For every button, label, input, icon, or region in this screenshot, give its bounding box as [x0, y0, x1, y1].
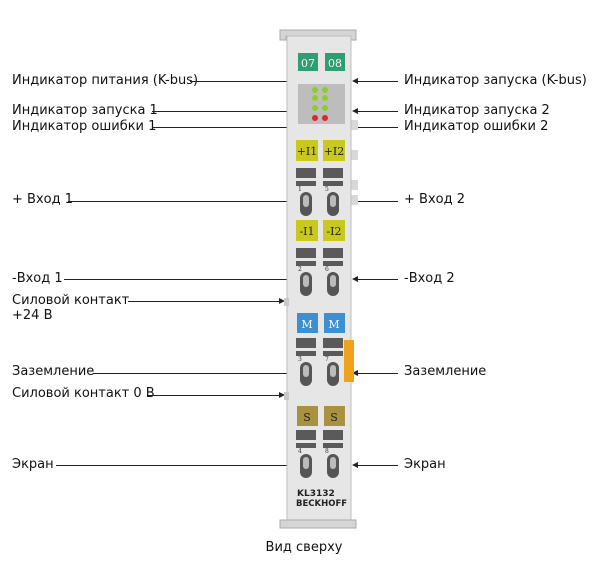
led-window — [298, 84, 345, 124]
leader-line — [148, 392, 285, 398]
leader-line — [93, 370, 297, 376]
label-plus-input-1: + Вход 1 — [12, 192, 73, 207]
led-error-1 — [312, 115, 318, 121]
led-error-2 — [322, 115, 328, 121]
led-run-kbus — [322, 87, 328, 93]
leader-line — [190, 78, 295, 84]
leader-line — [68, 198, 297, 204]
code-left — [298, 53, 318, 71]
label-run-indicator-kbus: Индикатор запуска (K-bus) — [404, 73, 587, 88]
terminal-group-3 — [296, 338, 343, 386]
label-power-indicator: Индикатор питания (K-bus) — [12, 73, 199, 88]
leader-line — [352, 124, 398, 130]
contact-number: 3 — [298, 356, 302, 363]
led-run-2 — [322, 105, 328, 111]
contact-number: 8 — [325, 448, 329, 455]
contact-number: 5 — [325, 186, 329, 193]
label-power-contact-24v: Силовой контакт +24 В — [12, 293, 130, 323]
leader-line — [152, 108, 297, 114]
contact-number: 7 — [325, 356, 329, 363]
label-m-right: M — [328, 318, 339, 331]
model-text: KL3132 — [297, 489, 335, 499]
label-shield-right: Экран — [404, 457, 446, 472]
code-left-text: 07 — [301, 57, 315, 70]
terminal-group-1 — [296, 168, 343, 216]
leader-line — [352, 462, 398, 468]
contact-number: 4 — [298, 448, 302, 455]
leader-line — [352, 276, 398, 282]
caption: Вид сверху — [265, 540, 343, 555]
code-right — [325, 53, 345, 71]
leader-line — [352, 78, 398, 84]
label-shield-left: Экран — [12, 457, 54, 472]
terminal-group-4 — [296, 430, 343, 478]
brand-text: BECKHOFF — [296, 499, 347, 509]
leader-line — [152, 124, 297, 130]
label-run-indicator-1: Индикатор запуска 1 — [12, 103, 158, 118]
label-ground-right: Заземление — [404, 364, 487, 379]
contact-number: 1 — [298, 186, 302, 193]
label-s-left: S — [303, 411, 311, 424]
code-right-text: 08 — [328, 57, 342, 70]
label-error-indicator-1: Индикатор ошибки 1 — [12, 119, 157, 134]
leader-line — [352, 198, 398, 204]
label-minus-i1: -I1 — [299, 225, 314, 238]
contact-number: 2 — [298, 266, 302, 273]
leader-line — [352, 108, 398, 114]
label-m-left: M — [301, 318, 312, 331]
label-plus-i1: +I1 — [297, 145, 318, 158]
label-ground-left: Заземление — [12, 364, 95, 379]
led-run-1 — [312, 105, 318, 111]
contact-number: 6 — [325, 266, 329, 273]
leader-line — [128, 298, 285, 304]
label-minus-input-2: -Вход 2 — [404, 271, 455, 286]
label-plus-i2: +I2 — [324, 145, 345, 158]
leader-line — [64, 276, 297, 282]
label-minus-i2: -I2 — [326, 225, 341, 238]
leader-line — [56, 462, 297, 468]
label-s-right: S — [330, 411, 338, 424]
led-power — [312, 87, 318, 93]
leader-line — [352, 370, 398, 376]
label-run-indicator-2: Индикатор запуска 2 — [404, 103, 550, 118]
terminal-group-2 — [296, 248, 343, 296]
label-error-indicator-2: Индикатор ошибки 2 — [404, 119, 549, 134]
label-minus-input-1: -Вход 1 — [12, 271, 63, 286]
label-plus-input-2: + Вход 2 — [404, 192, 465, 207]
label-power-contact-0v: Силовой контакт 0 В — [12, 386, 155, 401]
